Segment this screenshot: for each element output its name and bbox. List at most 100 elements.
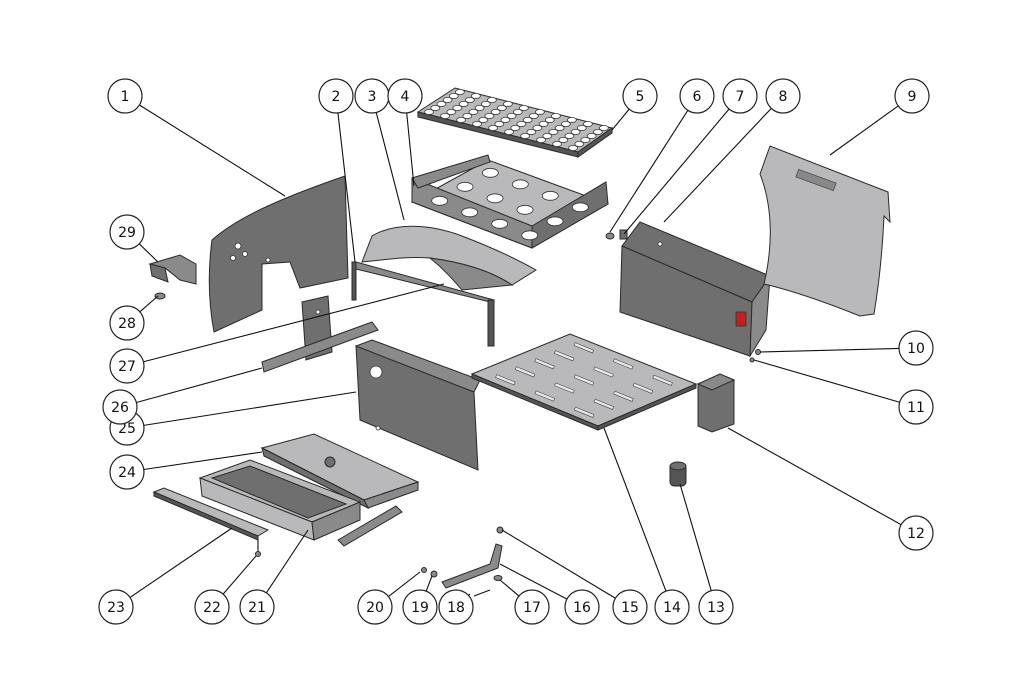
callout-11: 11: [898, 389, 934, 425]
part-8-control-box: [619, 221, 771, 358]
callout-circle: [514, 589, 550, 625]
callout-label: 28: [118, 316, 136, 332]
callout-14: 14: [654, 589, 690, 625]
leader-line-4: [406, 112, 415, 187]
callout-8: 8: [765, 78, 801, 114]
callout-circle: [679, 78, 715, 114]
part-bracket-bar: [337, 505, 403, 547]
part-28-screw: [154, 292, 166, 300]
part-12-block: [696, 373, 736, 433]
part-21-grille-tray: [198, 459, 362, 541]
leader-line-12: [727, 427, 902, 526]
leader-line-19: [425, 575, 433, 592]
leader-line-1: [139, 104, 286, 197]
callout-22: 22: [194, 589, 230, 625]
callout-label: 24: [118, 465, 136, 481]
callout-label: 5: [636, 89, 645, 105]
callout-18: 18: [438, 589, 474, 625]
leader-line-8: [663, 107, 772, 223]
callout-19: 19: [402, 589, 438, 625]
callout-26: 26: [102, 389, 138, 425]
callout-12: 12: [898, 515, 934, 551]
callout-label: 23: [107, 600, 125, 616]
callout-label: 21: [248, 600, 266, 616]
leader-line-13: [679, 483, 712, 591]
callout-label: 14: [663, 600, 681, 616]
part-29-clip: [148, 254, 197, 285]
part-17-washer: [493, 575, 503, 581]
callout-13: 13: [698, 589, 734, 625]
callout-label: 26: [111, 400, 129, 416]
callout-circle: [239, 589, 275, 625]
part-11-washer: [749, 357, 755, 363]
callout-circle: [612, 589, 648, 625]
callout-2: 2: [318, 78, 354, 114]
callout-24: 24: [109, 454, 145, 490]
callout-label: 10: [907, 341, 925, 357]
callout-9: 9: [894, 78, 930, 114]
leader-line-2: [337, 112, 356, 263]
callout-circle: [109, 214, 145, 250]
callout-label: 9: [908, 89, 917, 105]
callout-label: 27: [118, 359, 136, 375]
part-16-bracket: [441, 543, 503, 589]
leader-line-6: [609, 110, 689, 233]
callout-circle: [402, 589, 438, 625]
callout-16: 16: [564, 589, 600, 625]
part-5-perforated-plate: [416, 87, 614, 158]
callout-circle: [109, 348, 145, 384]
part-7-nut: [619, 229, 628, 240]
callout-circle: [698, 589, 734, 625]
callout-15: 15: [612, 589, 648, 625]
leader-line-3: [375, 112, 405, 221]
part-13-fitting: [669, 461, 687, 487]
leader-line-15: [501, 529, 616, 599]
callout-circle: [765, 78, 801, 114]
callout-circle: [109, 305, 145, 341]
part-6-washer: [605, 232, 615, 240]
leader-line-25: [143, 391, 357, 426]
leader-line-17: [499, 579, 520, 597]
callout-label: 2: [332, 89, 341, 105]
leader-line-10: [759, 347, 900, 353]
leader-line-28: [139, 295, 159, 313]
callout-label: 25: [118, 421, 136, 437]
part-14-base-plate: [470, 333, 698, 431]
part-3-deflector: [361, 225, 537, 291]
callout-circle: [438, 589, 474, 625]
leader-line-16: [499, 563, 568, 600]
callout-circle: [654, 589, 690, 625]
part-26-t-bracket: [261, 295, 379, 373]
leader-line-7: [623, 108, 730, 235]
callout-21: 21: [239, 589, 275, 625]
callout-circle: [318, 78, 354, 114]
part-1-side-panel: [208, 175, 349, 333]
callout-label: 7: [736, 89, 745, 105]
part-2-bracket: [351, 261, 496, 347]
callout-circle: [357, 589, 393, 625]
callout-label: 15: [621, 600, 639, 616]
callout-label: 13: [707, 600, 725, 616]
callout-7: 7: [722, 78, 758, 114]
callout-label: 17: [523, 600, 541, 616]
part-4-tray: [410, 154, 610, 249]
callout-circle: [387, 78, 423, 114]
part-9-cover: [759, 145, 891, 317]
callout-5: 5: [622, 78, 658, 114]
callout-circle: [898, 515, 934, 551]
callout-circle: [107, 78, 143, 114]
leader-line-24: [143, 451, 263, 471]
callout-label: 8: [779, 89, 788, 105]
callout-circle: [98, 589, 134, 625]
leader-line-11: [753, 359, 900, 403]
leader-line-20: [388, 571, 421, 597]
leader-line-14: [603, 427, 667, 592]
callout-circle: [194, 589, 230, 625]
callout-label: 6: [693, 89, 702, 105]
callout-circle: [102, 389, 138, 425]
part-25-front-panel: [354, 339, 481, 471]
callout-circle: [898, 389, 934, 425]
part-20-screw: [421, 567, 427, 573]
